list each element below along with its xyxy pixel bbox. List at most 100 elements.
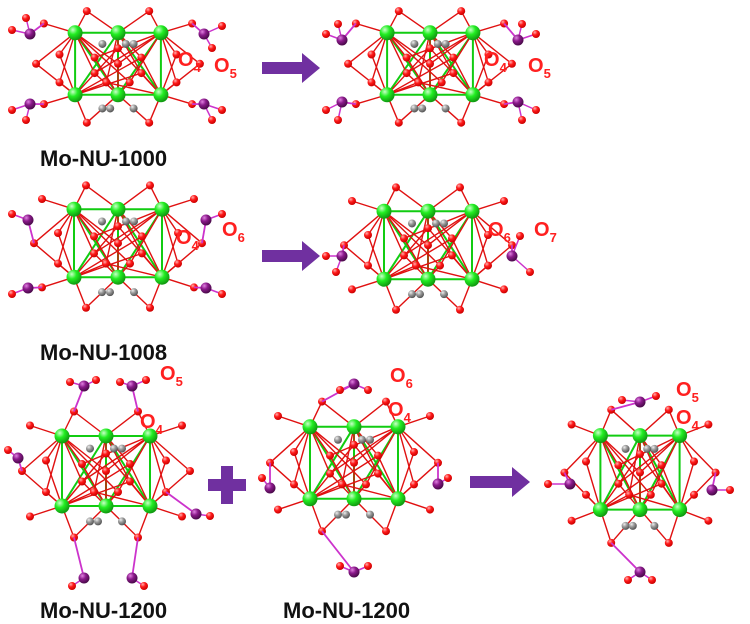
carbon-atom: [410, 39, 419, 48]
carbon-atom: [86, 444, 94, 453]
bond: [117, 32, 162, 65]
oxygen-atom: [518, 116, 526, 124]
oxygen-atom: [364, 562, 372, 570]
oxygen-atom: [114, 59, 122, 68]
oxygen-atom: [704, 420, 713, 429]
molybdenum-atom: [634, 566, 646, 578]
oxygen-atom: [636, 468, 644, 477]
bond: [105, 209, 119, 264]
zirconium-atom: [346, 419, 362, 435]
bond: [429, 32, 474, 65]
bond: [353, 426, 379, 474]
oxygen-atom: [218, 22, 226, 30]
molybdenum-atom: [78, 572, 90, 584]
caption-mo-nu-1200-left: Mo-NU-1200: [40, 598, 168, 623]
oxygen-atom: [457, 118, 466, 127]
zirconium-atom: [154, 201, 170, 217]
zirconium-atom: [54, 498, 70, 514]
oxygen-atom: [582, 490, 590, 499]
oxygen-atom: [114, 44, 122, 53]
oxygen-atom: [142, 376, 150, 384]
oxygen-atom: [55, 78, 64, 87]
bond: [370, 32, 388, 83]
oxygen-atom: [414, 78, 423, 87]
oxygen-atom: [145, 118, 154, 127]
oxygen-label: O5: [528, 55, 551, 81]
oxygen-atom: [42, 488, 50, 496]
oxygen-atom: [625, 490, 634, 499]
oxygen-atom: [138, 232, 146, 241]
molybdenum-atom: [200, 214, 212, 226]
oxygen-atom: [140, 582, 148, 590]
bond: [471, 211, 489, 266]
oxygen-atom: [290, 448, 298, 456]
oxygen-atom: [82, 118, 91, 127]
reaction-arrow-icon: [262, 53, 320, 83]
molybdenum-atom: [24, 98, 36, 110]
zirconium-atom: [465, 25, 481, 41]
bond: [149, 435, 167, 493]
zirconium-atom: [672, 428, 688, 444]
oxygen-atom: [426, 412, 434, 420]
bond: [678, 461, 695, 510]
bond: [679, 435, 717, 474]
zirconium-atom: [154, 269, 170, 285]
oxygen-atom: [102, 449, 110, 458]
bond: [628, 435, 641, 495]
oxygen-atom: [126, 477, 134, 486]
oxygen-atom: [444, 474, 452, 482]
carbon-atom: [118, 444, 126, 453]
oxygen-atom: [484, 261, 492, 270]
oxygen-atom: [102, 467, 110, 475]
bond: [415, 211, 429, 266]
bond: [639, 435, 663, 484]
oxygen-atom: [90, 53, 99, 62]
bond: [45, 435, 63, 493]
zirconium-atom: [153, 87, 169, 103]
bond: [161, 232, 179, 278]
plus-sign-icon: [208, 466, 246, 504]
bond: [309, 426, 367, 485]
oxygen-atom: [322, 106, 330, 114]
bond: [418, 81, 474, 96]
oxygen-atom: [364, 231, 372, 239]
zirconium-atom: [67, 25, 83, 41]
bond: [73, 208, 131, 265]
caption-mo-nu-1008: Mo-NU-1008: [40, 340, 168, 365]
oxygen-atom: [394, 118, 403, 127]
zirconium-atom: [390, 491, 406, 507]
oxygen-atom: [4, 446, 12, 454]
oxygen-atom: [125, 78, 134, 87]
bond: [429, 32, 455, 74]
oxygen-atom: [162, 456, 170, 465]
oxygen-atom: [126, 259, 134, 268]
molybdenum-atom: [200, 282, 212, 294]
carbon-atom: [440, 290, 448, 299]
bond: [81, 435, 151, 483]
molybdenum-atom: [198, 98, 210, 110]
bond: [367, 211, 385, 266]
molybdenum-atom: [264, 482, 276, 494]
bond: [93, 435, 107, 493]
oxygen-label: O5: [214, 55, 237, 81]
bond: [599, 435, 652, 496]
oxygen-atom: [26, 421, 34, 430]
molybdenum-atom: [24, 28, 36, 40]
bond: [58, 32, 76, 83]
oxygen-atom: [42, 456, 50, 465]
molybdenum-atom: [512, 96, 524, 108]
bond: [45, 460, 63, 507]
oxygen-atom: [400, 234, 408, 243]
bond: [61, 435, 107, 507]
oxygen-atom: [484, 78, 493, 87]
oxygen-atom: [274, 412, 282, 420]
oxygen-atom: [178, 512, 186, 521]
bond: [61, 435, 107, 472]
bond: [106, 81, 162, 96]
bond: [33, 208, 75, 244]
oxygen-atom: [114, 222, 122, 231]
bond: [61, 435, 83, 482]
carbon-atom: [110, 444, 118, 453]
molybdenum-atom: [336, 96, 348, 108]
